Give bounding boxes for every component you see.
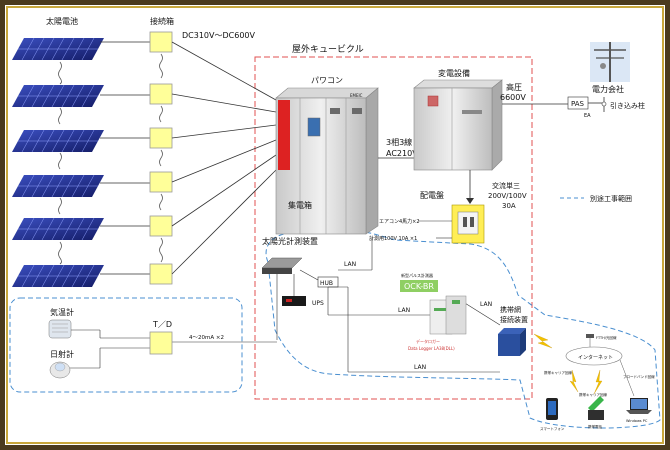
separate-work-label: 別途工事範囲 — [590, 194, 632, 203]
junction-squiggles — [159, 53, 163, 263]
substation-cabinet — [413, 79, 503, 171]
pyranometer-label: 日射計 — [50, 349, 74, 359]
power-company-label: 電力会社 — [592, 84, 624, 94]
datalogger-label-1: データロガー — [416, 338, 440, 344]
td-label: T／D — [152, 320, 172, 329]
meter-line-label: 計測用100V 10A ×1 — [369, 235, 417, 242]
utility-pole-icon — [590, 42, 630, 82]
distribution-panel-label: 配電盤 — [420, 190, 444, 200]
ac-single-label-1: 交流単三 — [492, 181, 520, 190]
ea-label: EA — [584, 113, 591, 119]
three-phase-label-2: AC210V — [386, 149, 418, 158]
lan-label-4: LAN — [480, 301, 492, 308]
collector-box-label: 集電箱 — [288, 200, 312, 210]
junction-box-label: 接続箱 — [150, 16, 174, 26]
ac-single-label-3: 30A — [502, 202, 516, 210]
thermometer-label: 気温計 — [50, 307, 74, 317]
ups-device — [282, 296, 306, 306]
service-pole-label: 引き込み柱 — [610, 101, 645, 110]
pyranometer-icon — [49, 361, 71, 379]
ock-small-label: 新型パルス計測器 — [401, 272, 433, 278]
datalogger-label-2: Data Logger LA38(DLL) — [408, 346, 455, 351]
laptop-icon — [626, 398, 652, 414]
dc-voltage-label: DC310V～DC600V — [182, 31, 256, 40]
pas-label: PAS — [571, 100, 585, 108]
lan-label-1: LAN — [344, 261, 356, 268]
lan-label-2: LAN — [398, 307, 410, 314]
windows-pc-label: Windows PC — [626, 419, 648, 423]
ock-brand-label: OCK-BR — [404, 282, 434, 291]
distribution-panel — [451, 204, 485, 244]
analog-signal-label: 4～20mA ×2 — [189, 335, 224, 341]
smartphone-net-label: 携帯キャリア回線 — [579, 392, 607, 397]
wireless-bolt-icons — [533, 333, 603, 395]
solar-panels-label: 太陽電池 — [46, 16, 78, 26]
hub-label: HUB — [320, 280, 333, 287]
separate-work-boundary — [265, 230, 661, 429]
ups-label: UPS — [312, 300, 324, 307]
measurement-device — [261, 257, 303, 274]
solar-panel-array — [12, 37, 104, 288]
pcs-brand: EMEIC — [350, 93, 363, 98]
mobile-connection-device — [498, 328, 526, 356]
mobile-device-label-1: 携帯網 — [500, 305, 521, 314]
panel-wires — [100, 41, 150, 275]
mobile-phone-icon — [588, 396, 604, 420]
solar-measurement-label: 太陽光計測装置 — [262, 236, 318, 246]
ac-single-label-2: 200V/100V — [488, 192, 527, 200]
mobile-carrier-label: 携帯キャリア回線 — [544, 370, 572, 375]
three-phase-label-1: 3相3線 — [386, 137, 412, 147]
aircon-label: エアコン4馬力×2 — [379, 218, 420, 225]
mobile-phone-label: 携帯電話 — [588, 424, 602, 429]
router-icon — [586, 334, 594, 338]
lan-label-3: LAN — [414, 364, 426, 371]
pcs-label: パワコン — [311, 76, 343, 85]
internet-label: インターネット — [578, 354, 613, 361]
thermometer-icon — [48, 319, 72, 339]
high-voltage-value: 6600V — [500, 93, 526, 102]
outdoor-cubicle-label: 屋外キュービクル — [292, 43, 364, 55]
sensor-wires — [70, 329, 277, 369]
router-label: FTTH/光回線 — [596, 335, 617, 340]
mobile-device-label-2: 接続装置 — [500, 315, 528, 324]
dc-wires — [171, 41, 277, 275]
ock-badge — [400, 280, 438, 292]
pcs-cabinet — [275, 87, 379, 235]
data-logger-device — [429, 295, 467, 335]
junction-boxes — [149, 31, 173, 285]
sensor-boundary — [9, 297, 243, 393]
smartphone-icon — [546, 398, 558, 420]
td-converter-box — [149, 331, 173, 355]
broadband-label: ブロードバンド回線 — [623, 374, 655, 379]
high-voltage-label: 高圧 — [506, 82, 522, 92]
substation-label: 変電設備 — [438, 68, 470, 78]
smartphone-label: スマートフォン — [540, 426, 565, 431]
internet-cloud-icon — [565, 346, 623, 366]
outdoor-cubicle-boundary — [254, 56, 533, 400]
